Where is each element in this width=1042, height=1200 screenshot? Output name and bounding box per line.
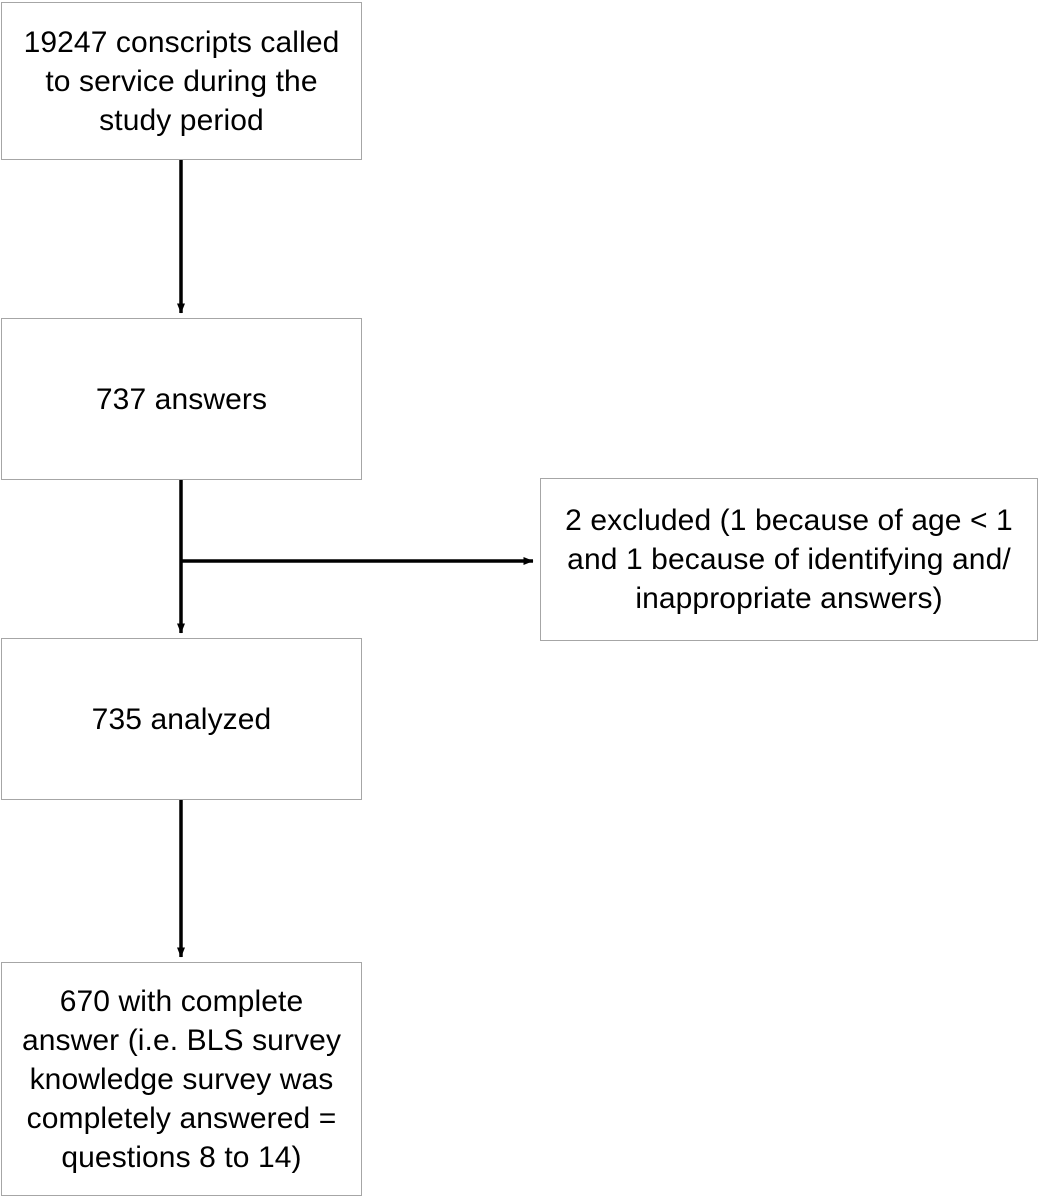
node-analyzed: 735 analyzed — [1, 638, 362, 800]
node-excluded: 2 excluded (1 because of age < 1 and 1 b… — [540, 478, 1038, 641]
node-answers-label: 737 answers — [95, 382, 268, 416]
node-enrolled-conscripts: 19247 conscripts called to service durin… — [1, 2, 362, 160]
node-enrolled-label: 19247 conscripts called to service durin… — [23, 25, 340, 137]
node-excluded-label: 2 excluded (1 because of age < 1 and 1 b… — [565, 504, 1013, 615]
node-answers: 737 answers — [1, 318, 362, 480]
node-complete-answer-label: 670 with complete answer (i.e. BLS surve… — [21, 984, 342, 1174]
node-analyzed-label: 735 analyzed — [91, 702, 272, 736]
node-complete-answer: 670 with complete answer (i.e. BLS surve… — [1, 962, 362, 1196]
